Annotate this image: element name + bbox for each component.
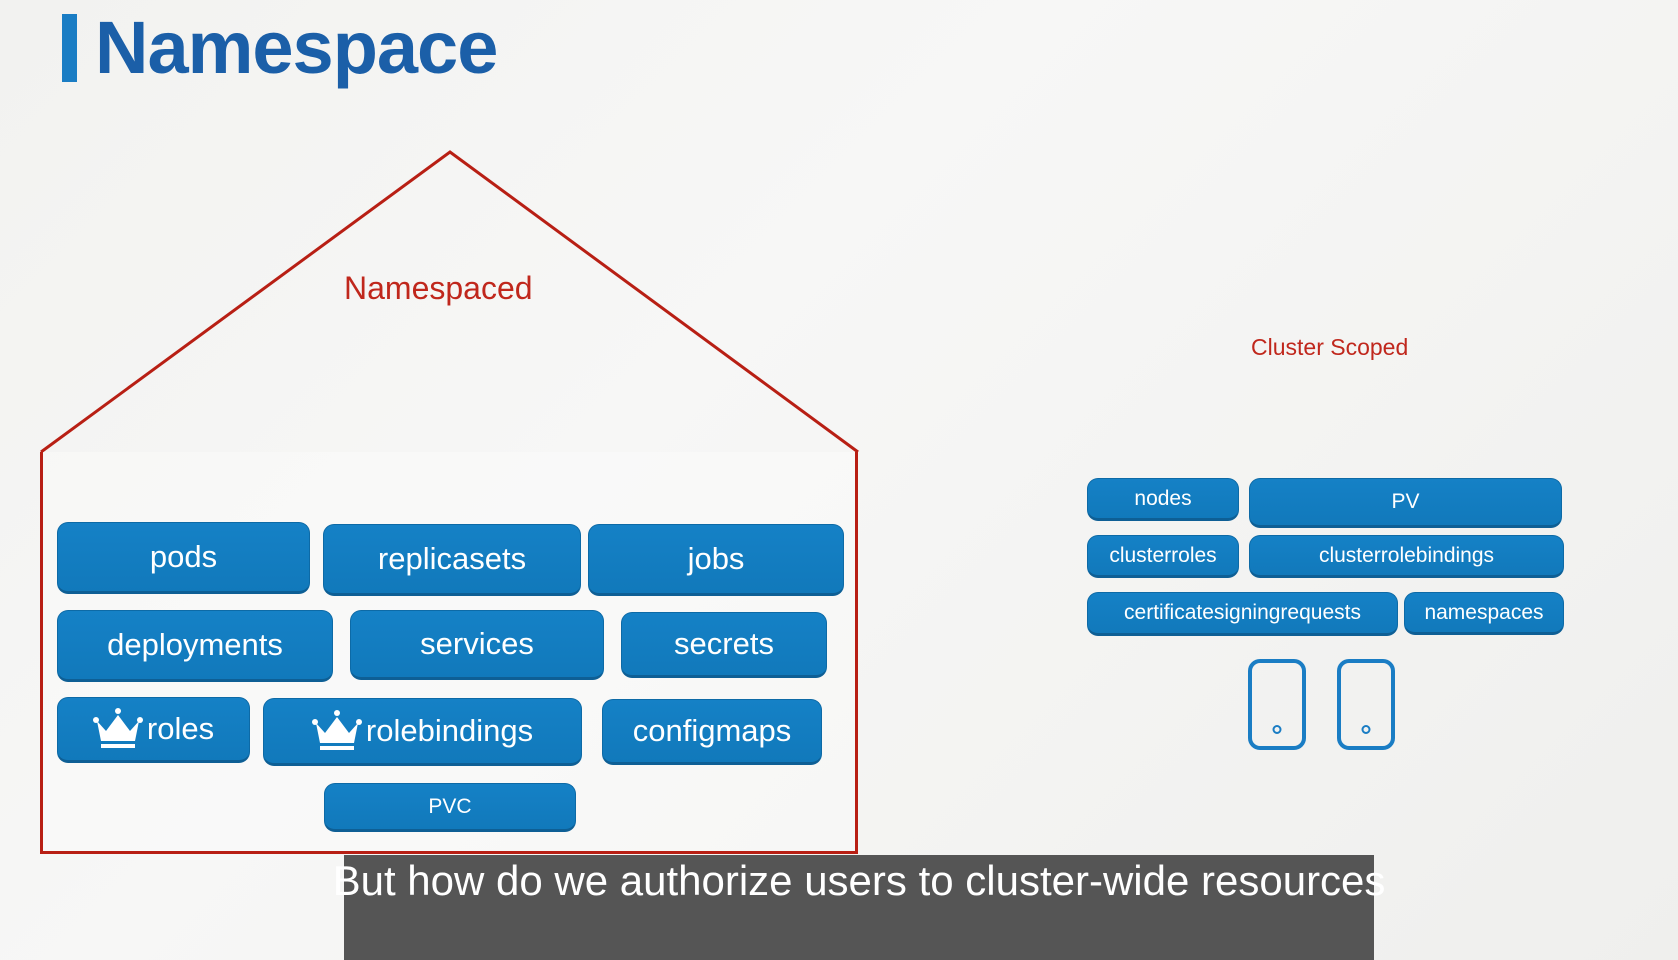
namespaced-label: Namespaced (344, 270, 533, 306)
chip-label: roles (146, 711, 215, 746)
chip-label: deployments (107, 627, 283, 662)
chip-label: pods (149, 539, 218, 574)
chip-label: clusterroles (1109, 543, 1217, 567)
chip-label: configmaps (632, 713, 792, 748)
namespaced-resource-secrets[interactable]: secrets (621, 612, 827, 678)
title-accent-bar (62, 14, 77, 82)
crown-icon (92, 708, 143, 748)
namespaced-resource-pvc[interactable]: PVC (324, 783, 576, 832)
placeholder-box-1[interactable] (1248, 659, 1306, 750)
chip-label: PVC (428, 794, 472, 818)
chip-label: nodes (1134, 486, 1192, 510)
cluster-scoped-resource-nodes[interactable]: nodes (1087, 478, 1239, 521)
chip-label: rolebindings (365, 713, 534, 748)
namespaced-resource-pods[interactable]: pods (57, 522, 310, 594)
namespaced-resource-jobs[interactable]: jobs (588, 524, 844, 596)
chip-label: replicasets (377, 541, 527, 576)
namespaced-resource-replicasets[interactable]: replicasets (323, 524, 581, 596)
cluster-scoped-resource-clusterroles[interactable]: clusterroles (1087, 535, 1239, 578)
title-text: Namespace (95, 6, 498, 89)
chip-label: certificatesigningrequests (1124, 601, 1361, 624)
cluster-scoped-label: Cluster Scoped (1251, 334, 1409, 360)
chip-label: jobs (687, 541, 745, 576)
namespaced-resource-rolebindings[interactable]: rolebindings (263, 698, 582, 766)
namespaced-resource-deployments[interactable]: deployments (57, 610, 333, 682)
namespaced-resource-services[interactable]: services (350, 610, 604, 680)
placeholder-box-dot-icon (1361, 725, 1371, 734)
cluster-scoped-resource-pv[interactable]: PV (1249, 478, 1562, 528)
cluster-scoped-resource-namespaces[interactable]: namespaces (1404, 592, 1564, 635)
chip-label: PV (1391, 490, 1420, 513)
chip-label: services (420, 626, 534, 661)
page-title: Namespace (62, 2, 498, 94)
cluster-scoped-resource-certificatesigningrequests[interactable]: certificatesigningrequests (1087, 592, 1398, 636)
caption-bar: But how do we authorize users to cluster… (333, 855, 1385, 960)
chip-label: namespaces (1424, 600, 1544, 624)
crown-icon (311, 710, 362, 750)
placeholder-box-dot-icon (1272, 725, 1282, 734)
chip-label: clusterrolebindings (1318, 543, 1495, 567)
placeholder-box-2[interactable] (1337, 659, 1395, 750)
cluster-scoped-resource-clusterrolebindings[interactable]: clusterrolebindings (1249, 535, 1564, 578)
caption-text: But how do we authorize users to cluster… (332, 857, 1386, 904)
namespaced-resource-configmaps[interactable]: configmaps (602, 699, 822, 765)
namespaced-resource-roles[interactable]: roles (57, 697, 250, 763)
chip-label: secrets (674, 626, 774, 661)
